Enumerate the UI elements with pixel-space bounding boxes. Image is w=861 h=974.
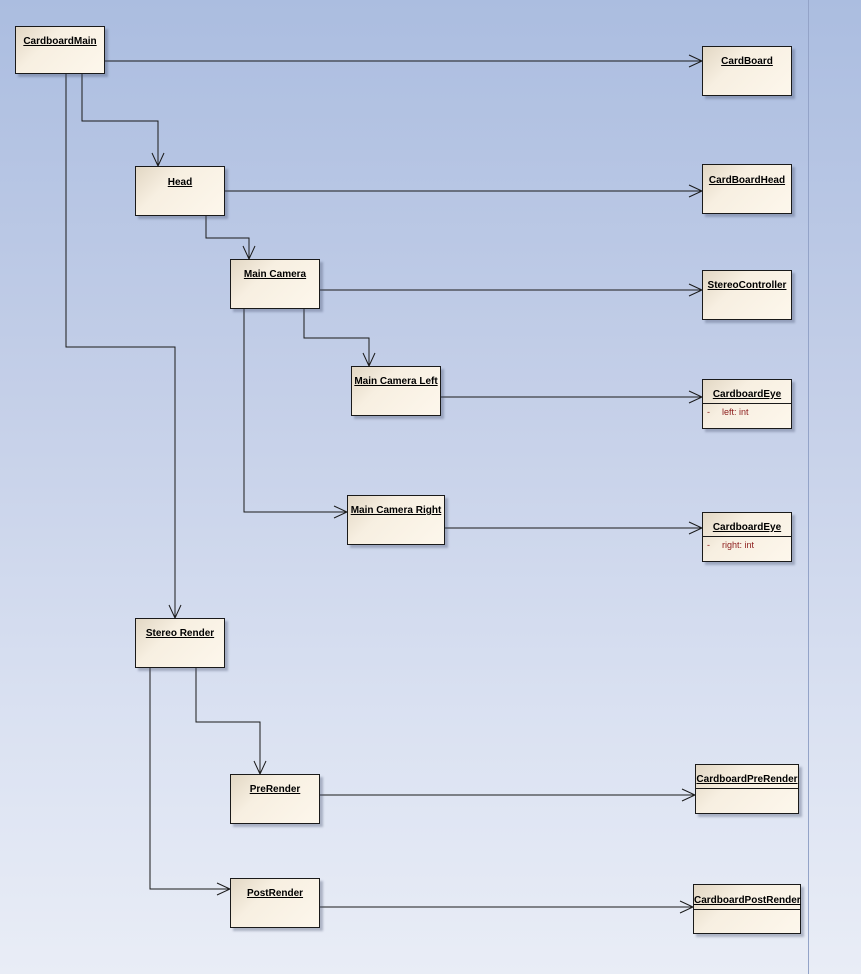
visibility-marker: - [707, 407, 710, 417]
node-separator [703, 536, 791, 537]
edge-head-main-camera [205, 216, 250, 259]
edge-cardboardmain-head [81, 74, 159, 166]
node-attribute: - right: int [703, 540, 791, 551]
node-title: PreRender [249, 784, 301, 795]
node-cardboardmain[interactable]: CardboardMain [15, 26, 105, 74]
attribute-text: left: int [722, 407, 749, 417]
node-cardboardhead[interactable]: CardBoardHead [702, 164, 792, 214]
node-cardboardeye-left[interactable]: CardboardEye - left: int [702, 379, 792, 429]
node-title: CardboardEye [712, 522, 782, 533]
edge-main-camera-right [243, 309, 347, 513]
node-cardboardpostrender[interactable]: CardboardPostRender [693, 884, 801, 934]
node-cardboardprerender[interactable]: CardboardPreRender [695, 764, 799, 814]
node-separator [696, 788, 798, 789]
node-title: Head [167, 177, 193, 188]
node-title: CardBoard [721, 56, 773, 67]
node-main-camera-right[interactable]: Main Camera Right [347, 495, 445, 545]
node-title: StereoController [707, 280, 787, 291]
node-main-camera[interactable]: Main Camera [230, 259, 320, 309]
node-head[interactable]: Head [135, 166, 225, 216]
visibility-marker: - [707, 540, 710, 550]
node-title: CardboardEye [712, 389, 782, 400]
node-title: CardboardPreRender [696, 774, 798, 785]
node-title: Stereo Render [145, 628, 215, 639]
node-title: PostRender [246, 888, 304, 899]
canvas-divider [808, 0, 809, 974]
node-stereo-render[interactable]: Stereo Render [135, 618, 225, 668]
node-separator [703, 403, 791, 404]
node-cardboard[interactable]: CardBoard [702, 46, 792, 96]
attribute-text: right: int [722, 540, 755, 550]
edge-cardboardmain-stereo-render [65, 74, 176, 618]
edge-stereo-render-prerender [195, 668, 261, 774]
node-title: Main Camera [243, 269, 307, 280]
node-postrender[interactable]: PostRender [230, 878, 320, 928]
node-stereocontroller[interactable]: StereoController [702, 270, 792, 320]
node-title: CardBoardHead [708, 175, 786, 186]
node-title: Main Camera Right [350, 505, 442, 516]
node-separator [694, 909, 800, 910]
node-prerender[interactable]: PreRender [230, 774, 320, 824]
node-title: CardboardMain [23, 36, 97, 47]
node-title: Main Camera Left [354, 376, 438, 387]
node-main-camera-left[interactable]: Main Camera Left [351, 366, 441, 416]
node-title: CardboardPostRender [694, 895, 801, 906]
edge-main-camera-left [303, 309, 370, 366]
edge-stereo-render-postrender [149, 668, 230, 890]
node-attribute: - left: int [703, 407, 791, 418]
node-cardboardeye-right[interactable]: CardboardEye - right: int [702, 512, 792, 562]
